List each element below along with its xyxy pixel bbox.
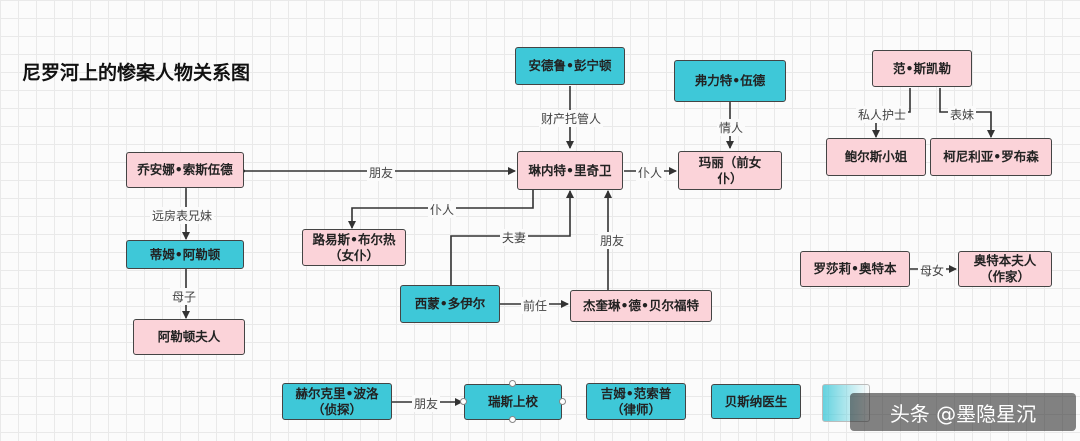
edge-label-friend2: 朋友 bbox=[598, 232, 627, 249]
node-rosalie[interactable]: 罗莎莉•奥特本 bbox=[800, 251, 910, 287]
edge-label-servant1: 仆人 bbox=[636, 164, 665, 181]
selection-handle[interactable] bbox=[509, 416, 516, 423]
selection-handle[interactable] bbox=[509, 380, 516, 387]
node-mrs-allerton[interactable]: 阿勒顿夫人 bbox=[133, 319, 245, 355]
edge-label-nurse: 私人护士 bbox=[856, 106, 909, 123]
edge-label-friend3: 朋友 bbox=[412, 395, 441, 412]
node-simon-doyle[interactable]: 西蒙•多伊尔 bbox=[400, 285, 500, 323]
node-bessner[interactable]: 贝斯纳医生 bbox=[711, 384, 801, 419]
node-poirot[interactable]: 赫尔克里•波洛 （侦探） bbox=[282, 383, 392, 420]
node-mrs-otterbourne[interactable]: 奥特本夫人 （作家） bbox=[958, 251, 1052, 287]
node-joanna[interactable]: 乔安娜•索斯伍德 bbox=[126, 152, 244, 188]
node-van-schuyler[interactable]: 范•斯凯勒 bbox=[872, 50, 972, 87]
edge-label-ex: 前任 bbox=[521, 297, 550, 314]
edge-label-distant-cousin: 远房表兄妹 bbox=[150, 207, 215, 224]
node-tim-allerton[interactable]: 蒂姆•阿勒顿 bbox=[126, 240, 244, 269]
node-louise[interactable]: 路易斯•布尔热 （女仆） bbox=[302, 229, 406, 266]
edge-label-servant2: 仆人 bbox=[428, 201, 457, 218]
diagram-title: 尼罗河上的惨案人物关系图 bbox=[22, 62, 251, 84]
node-colonel-race[interactable]: 瑞斯上校 bbox=[464, 384, 562, 420]
edge-label-spouse: 夫妻 bbox=[500, 229, 529, 246]
selection-handle[interactable] bbox=[460, 398, 467, 405]
edge-label-mother-daughter: 母女 bbox=[918, 262, 947, 279]
node-cornelia[interactable]: 柯尼利亚•罗布森 bbox=[930, 138, 1052, 176]
node-fanthorp[interactable]: 吉姆•范索普 （律师） bbox=[586, 383, 686, 420]
selection-handle[interactable] bbox=[559, 398, 566, 405]
edge-label-cousin: 表妹 bbox=[948, 106, 977, 123]
node-bowers[interactable]: 鲍尔斯小姐 bbox=[826, 138, 926, 176]
node-andrew-pennington[interactable]: 安德鲁•彭宁顿 bbox=[515, 47, 625, 85]
edge-label-friend1: 朋友 bbox=[367, 164, 396, 181]
node-linnet[interactable]: 琳内特•里奇卫 bbox=[517, 151, 623, 190]
node-marie[interactable]: 玛丽（前女 仆） bbox=[678, 151, 782, 190]
node-jacqueline[interactable]: 杰奎琳•德•贝尔福特 bbox=[570, 290, 712, 322]
edge-label-lover: 情人 bbox=[717, 119, 746, 136]
edge-label-mother-son: 母子 bbox=[170, 288, 199, 305]
watermark: 头条 @墨隐星沉 bbox=[850, 393, 1076, 431]
node-ferguson[interactable]: 弗力特•伍德 bbox=[674, 60, 786, 102]
edge-label-trustee: 财产托管人 bbox=[539, 110, 604, 127]
